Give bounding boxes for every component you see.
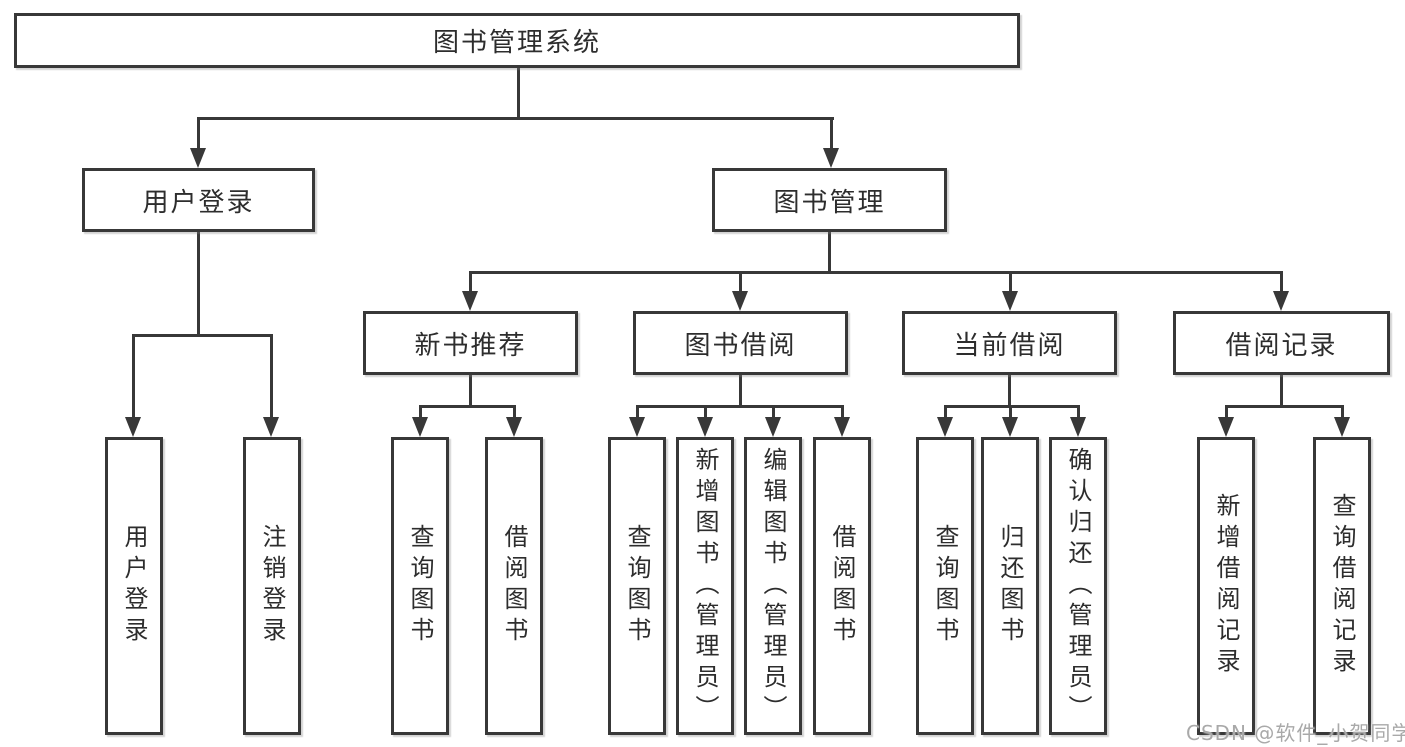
connector-vline xyxy=(419,405,422,419)
connector-hline xyxy=(198,117,834,120)
node-book-management: 图书管理 xyxy=(712,168,947,232)
leaf-label: 确认归还（管理员） xyxy=(1064,446,1092,726)
leaf-borrow-books-recommendation: 借阅图书 xyxy=(485,437,543,735)
arrowhead xyxy=(1218,417,1234,437)
csdn-watermark: CSDN @软件_小贺同学 xyxy=(1186,721,1405,745)
connector-vline xyxy=(1280,271,1283,293)
leaf-query-books-recommendation: 查询图书 xyxy=(391,437,449,735)
connector-vline xyxy=(944,405,947,419)
arrowhead xyxy=(1273,291,1289,311)
arrowhead xyxy=(462,291,478,311)
node-label: 图书管理系统 xyxy=(432,28,601,58)
leaf-borrow-books: 借阅图书 xyxy=(813,437,871,735)
node-borrowing-records: 借阅记录 xyxy=(1173,311,1390,375)
arrowhead xyxy=(1334,417,1350,437)
connector-vline xyxy=(1341,405,1344,419)
connector-vline xyxy=(1225,405,1228,419)
node-user-login: 用户登录 xyxy=(82,168,315,232)
arrowhead xyxy=(412,417,428,437)
arrowhead xyxy=(823,148,839,168)
leaf-label: 查询图书 xyxy=(406,524,434,648)
connector-vline xyxy=(513,405,516,419)
connector-vline xyxy=(197,117,200,150)
leaf-logout: 注销登录 xyxy=(243,437,301,735)
leaf-edit-books-admin: 编辑图书（管理员） xyxy=(744,437,802,735)
node-label: 当前借阅 xyxy=(953,330,1066,361)
node-library-management-system: 图书管理系统 xyxy=(14,13,1020,68)
node-new-book-recommendation: 新书推荐 xyxy=(363,311,578,375)
leaf-query-books-borrowing: 查询图书 xyxy=(608,437,666,735)
connector-vline xyxy=(704,405,707,419)
leaf-add-books-admin: 新增图书（管理员） xyxy=(676,437,734,735)
arrowhead xyxy=(1002,291,1018,311)
leaf-query-borrow-record: 查询借阅记录 xyxy=(1313,437,1371,735)
connector-vline xyxy=(469,271,472,293)
connector-vline xyxy=(772,405,775,419)
connector-vline xyxy=(830,117,833,150)
node-label: 图书借阅 xyxy=(684,330,797,361)
node-current-borrowing: 当前借阅 xyxy=(902,311,1117,375)
connector-vline xyxy=(270,334,273,419)
connector-vline xyxy=(1009,405,1012,419)
leaf-label: 查询图书 xyxy=(931,524,959,648)
leaf-label: 新增借阅记录 xyxy=(1212,493,1240,679)
connector-hline xyxy=(1225,405,1343,408)
connector-hline xyxy=(944,405,1080,408)
connector-hline xyxy=(469,271,1282,274)
connector-vline xyxy=(197,232,200,337)
leaf-label: 查询借阅记录 xyxy=(1328,493,1356,679)
arrowhead xyxy=(125,417,141,437)
arrowhead xyxy=(765,417,781,437)
connector-vline xyxy=(132,334,135,419)
leaf-label: 新增图书（管理员） xyxy=(691,446,719,726)
leaf-add-borrow-record: 新增借阅记录 xyxy=(1197,437,1255,735)
connector-vline xyxy=(739,375,742,408)
node-label: 借阅记录 xyxy=(1225,330,1338,361)
leaf-label: 注销登录 xyxy=(258,524,286,648)
leaf-return-books: 归还图书 xyxy=(981,437,1039,735)
leaf-label: 借阅图书 xyxy=(828,524,856,648)
arrowhead xyxy=(697,417,713,437)
node-book-borrowing: 图书借阅 xyxy=(633,311,848,375)
arrowhead xyxy=(732,291,748,311)
leaf-label: 编辑图书（管理员） xyxy=(759,446,787,726)
leaf-confirm-return-admin: 确认归还（管理员） xyxy=(1049,437,1107,735)
connector-vline xyxy=(841,405,844,419)
connector-vline xyxy=(517,67,520,119)
connector-vline xyxy=(469,375,472,408)
leaf-label: 用户登录 xyxy=(120,524,148,648)
connector-vline xyxy=(828,232,831,274)
connector-vline xyxy=(739,271,742,293)
leaf-label: 借阅图书 xyxy=(500,524,528,648)
leaf-query-books-current: 查询图书 xyxy=(916,437,974,735)
leaf-label: 查询图书 xyxy=(623,524,651,648)
connector-vline xyxy=(1009,271,1012,293)
connector-hline xyxy=(133,334,273,337)
arrowhead xyxy=(1070,417,1086,437)
leaf-label: 归还图书 xyxy=(996,524,1024,648)
arrowhead xyxy=(506,417,522,437)
node-label: 用户登录 xyxy=(142,187,255,218)
connector-hline xyxy=(636,405,843,408)
arrowhead xyxy=(263,417,279,437)
connector-vline xyxy=(1077,405,1080,419)
connector-vline xyxy=(1008,375,1011,408)
arrowhead xyxy=(190,148,206,168)
arrowhead xyxy=(629,417,645,437)
node-label: 新书推荐 xyxy=(414,330,527,361)
arrowhead xyxy=(834,417,850,437)
connector-vline xyxy=(636,405,639,419)
arrowhead xyxy=(1002,417,1018,437)
arrowhead xyxy=(937,417,953,437)
connector-hline xyxy=(419,405,516,408)
node-label: 图书管理 xyxy=(773,187,886,218)
connector-vline xyxy=(1280,375,1283,408)
leaf-user-login: 用户登录 xyxy=(105,437,163,735)
